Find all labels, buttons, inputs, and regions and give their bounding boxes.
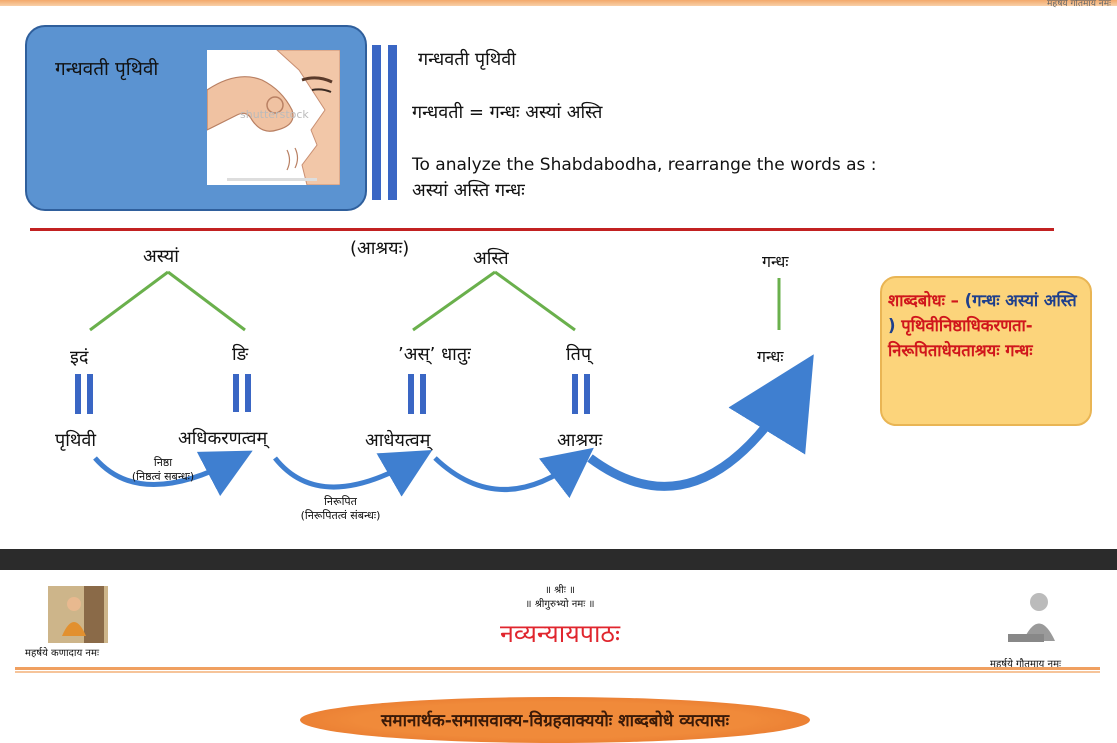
relation-nishtha-label: निष्ठा <box>153 456 173 469</box>
divider-bar-left <box>372 45 381 200</box>
relation-arrows <box>93 354 814 499</box>
word-gandha-mid: गन्धः <box>757 347 784 366</box>
word-idam: इदं <box>70 347 89 368</box>
relation-nishtha-sub: (निष्ठत्वं सबन्धः) <box>131 470 195 483</box>
word-ni: ङि <box>232 344 249 365</box>
relation-nirupita-sub: (निरूपितत्वं संबन्धः) <box>300 509 381 522</box>
invocation-sri: ॥ श्रीः ॥ <box>544 585 576 596</box>
word-asyam: अस्यां <box>143 246 179 267</box>
overlap-band <box>0 549 1117 570</box>
panel-rearranged: अस्यां अस्ति गन्धः <box>412 180 525 201</box>
panel-instruction: To analyze the Shabdabodha, rearrange th… <box>412 155 877 175</box>
word-asti: अस्ति <box>473 248 509 269</box>
word-as-dhatu: ’अस्’ धातुः <box>398 344 471 365</box>
invocation-guru: ॥ श्रीगुरुभ्यो नमः ॥ <box>525 599 595 610</box>
tree-branches <box>89 270 781 332</box>
footer-rule-light <box>15 671 1100 673</box>
invocation: ॥ श्रीः ॥ ॥ श्रीगुरुभ्यो नमः ॥ <box>440 584 680 612</box>
word-ashrayah: आश्रयः <box>557 430 603 451</box>
shabdabodha-text: शाब्दबोधः – (गन्धः अस्यां अस्ति ) पृथिवी… <box>888 288 1084 363</box>
topic-pill-text: समानार्थक-समासवाक्य-विग्रहवाक्ययोः शाब्द… <box>380 711 730 731</box>
relation-nishtha: निष्ठा (निष्ठत्वं सबन्धः) <box>118 456 208 484</box>
gautama-portrait <box>1003 586 1073 654</box>
word-adhikaranatvam: अधिकरणत्वम् <box>178 428 268 449</box>
left-caption: महर्षये कणादाय नमः <box>25 648 99 659</box>
smell-gesture-image <box>207 50 340 185</box>
shabdabodha-sentence: (गन्धः अस्यां अस्ति ) <box>888 291 1077 335</box>
topic-pill <box>300 697 810 743</box>
shabdabodha-meaning: पृथिवीनिष्ठाधिकरणता-निरूपिताधेयताश्रयः ग… <box>888 316 1033 360</box>
top-rule <box>0 0 1117 6</box>
word-tip: तिप् <box>566 344 592 365</box>
equality-bars <box>75 374 590 414</box>
panel-heading: गन्धवती पृथिवी <box>418 49 516 70</box>
panel-equation: गन्धवती = गन्धः अस्यां अस्ति <box>412 102 603 123</box>
right-caption: महर्षये गौतमाय नमः <box>990 659 1062 670</box>
shabdabodha-box <box>880 276 1092 426</box>
relation-nirupita-label: निरूपित <box>324 495 357 508</box>
footer-rule <box>15 667 1100 670</box>
word-gandha-top: गन्धः <box>762 252 789 271</box>
diagram-connectors <box>75 270 814 499</box>
shabdabodha-label: शाब्दबोधः – <box>888 291 959 310</box>
kanada-portrait <box>48 586 108 643</box>
word-prithivi: पृथिवी <box>55 430 97 451</box>
label-ashraya: (आश्रयः) <box>350 238 410 259</box>
relation-nirupita: निरूपित (निरूपितत्वं संबन्धः) <box>283 495 398 523</box>
series-title: नव्यन्यायपाठः <box>499 619 621 648</box>
image-watermark: shutterstock <box>240 108 309 121</box>
section-divider <box>30 228 1054 231</box>
divider-bar-right <box>388 45 397 200</box>
word-adheyatvam: आधेयत्वम् <box>365 430 431 451</box>
top-corner-caption: महर्षये गौतमाय नमः <box>1047 0 1111 9</box>
card-title: गन्धवती पृथिवी <box>55 58 159 80</box>
